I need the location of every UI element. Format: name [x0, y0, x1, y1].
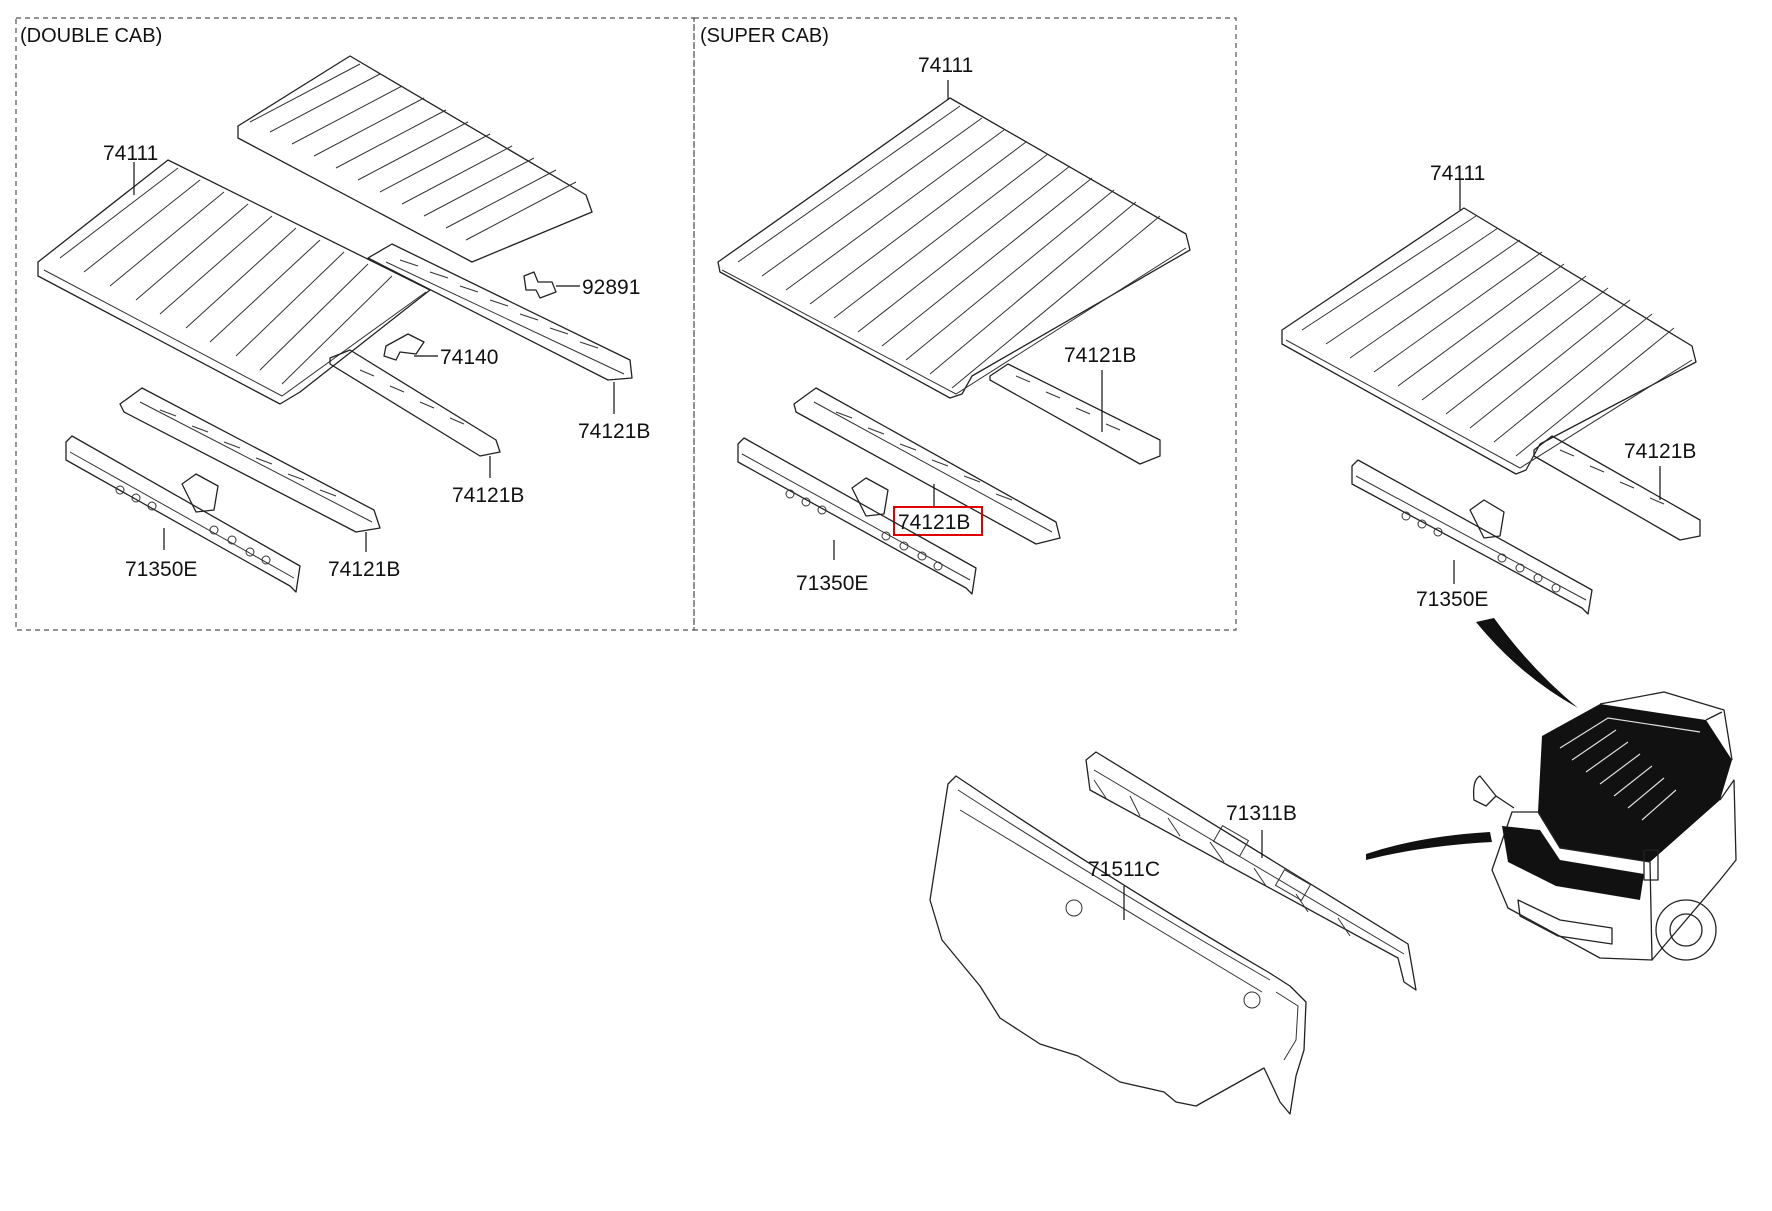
cowl-inner-panel-71511C[interactable]	[929, 775, 1307, 1115]
label-dc-74121B-c[interactable]: 74121B	[328, 558, 400, 581]
label-std-71350E[interactable]: 71350E	[1416, 588, 1488, 611]
label-sc-71350E[interactable]: 71350E	[796, 572, 868, 595]
label-std-74111[interactable]: 74111	[1430, 162, 1485, 185]
dc-bracket-92891[interactable]	[523, 271, 557, 299]
label-dc-92891[interactable]: 92891	[582, 276, 640, 299]
sc-roof-panel-74111[interactable]	[717, 97, 1191, 399]
dc-bracket-74140[interactable]	[383, 333, 425, 361]
sc-front-header-71350E[interactable]	[737, 437, 977, 595]
dc-roof-rail-74121B-middle[interactable]	[329, 349, 501, 457]
dc-front-header-71350E[interactable]	[65, 435, 301, 593]
dc-roof-rail-74121B-lower[interactable]	[119, 387, 381, 533]
cowl-top-panel-71311B[interactable]	[1085, 751, 1417, 991]
pointer-arrow-front	[1366, 832, 1492, 860]
std-roof-rail-74121B[interactable]	[1533, 435, 1701, 541]
double-cab-box	[15, 17, 695, 631]
label-sc-74111[interactable]: 74111	[918, 54, 973, 77]
sc-roof-rail-74121B-lower[interactable]	[793, 387, 1061, 545]
std-roof-panel-74111[interactable]	[1281, 207, 1697, 475]
label-dc-74111[interactable]: 74111	[103, 142, 158, 165]
label-sc-74121B-b[interactable]: 74121B	[898, 511, 970, 534]
super-cab-title: (SUPER CAB)	[700, 25, 829, 47]
highlight-box	[893, 506, 983, 536]
super-cab-box	[693, 17, 1237, 631]
label-71511C[interactable]: 71511C	[1088, 858, 1160, 881]
label-dc-71350E[interactable]: 71350E	[125, 558, 197, 581]
label-std-74121B[interactable]: 74121B	[1624, 440, 1696, 463]
label-dc-74140[interactable]: 74140	[440, 346, 498, 369]
dc-rear-roof-panel	[237, 55, 593, 263]
pointer-arrow-roof	[1476, 618, 1578, 708]
std-front-header-71350E[interactable]	[1351, 459, 1593, 615]
label-sc-74121B-a[interactable]: 74121B	[1064, 344, 1136, 367]
label-dc-74121B-b[interactable]: 74121B	[452, 484, 524, 507]
truck-illustration	[1472, 691, 1737, 961]
dc-roof-panel-74111[interactable]	[37, 159, 431, 405]
double-cab-title: (DOUBLE CAB)	[20, 25, 162, 47]
dc-roof-rail-74121B-upper[interactable]	[367, 243, 633, 381]
sc-roof-rail-74121B-upper[interactable]	[989, 363, 1161, 465]
label-dc-74121B-a[interactable]: 74121B	[578, 420, 650, 443]
label-71311B[interactable]: 71311B	[1226, 802, 1297, 825]
